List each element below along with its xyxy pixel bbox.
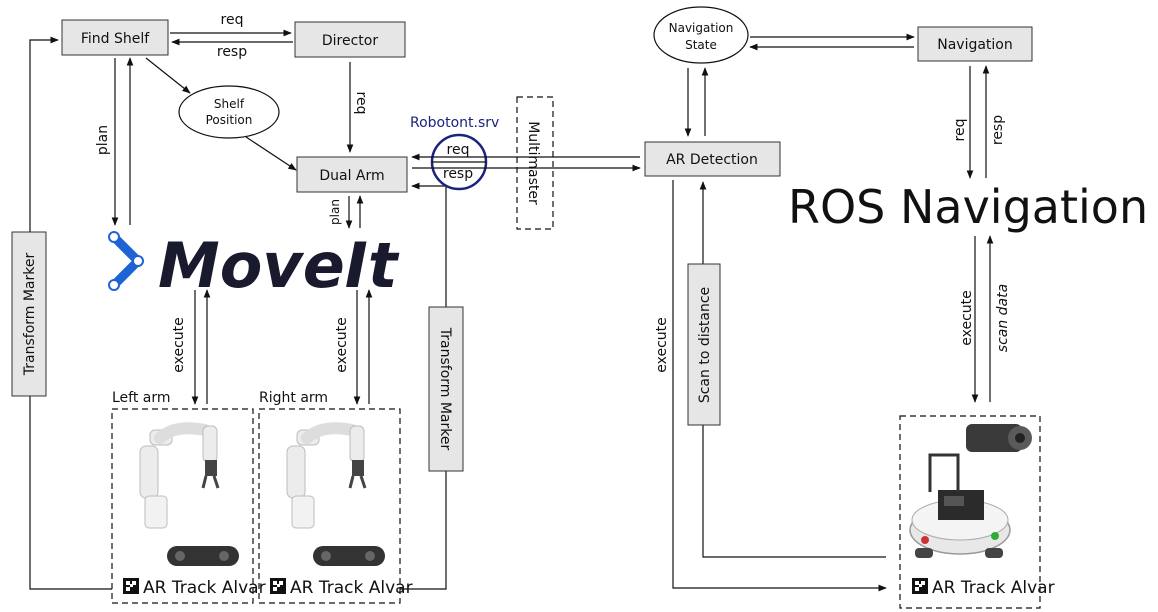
scan-to-distance-label: Scan to distance xyxy=(697,287,713,403)
nav-resp-label: resp xyxy=(990,115,1006,145)
navigation-label: Navigation xyxy=(937,37,1013,53)
director-req-label: req xyxy=(353,92,369,115)
position-to-dualarm-arrow xyxy=(246,137,296,170)
multimaster-label: Multimaster xyxy=(525,121,541,205)
scan-data-label: scan data xyxy=(995,284,1011,352)
robotont-image xyxy=(910,424,1032,558)
scan-distance-loop xyxy=(703,182,886,557)
ar-track-2-label: AR Track Alvar xyxy=(290,578,413,598)
ar-track-3-label: AR Track Alvar xyxy=(932,578,1055,598)
ar-track-1-label: AR Track Alvar xyxy=(143,578,266,598)
director-label: Director xyxy=(322,33,378,49)
transform-marker-right-label: Transform Marker xyxy=(437,327,453,451)
shelf-position-label-2: Position xyxy=(206,113,253,127)
ros-navigation-logo: ROS Navigation xyxy=(788,180,1148,234)
moveit-logo: MoveIt xyxy=(109,229,400,302)
dual-arm-node: Dual Arm xyxy=(297,157,407,192)
execute-left-label: execute xyxy=(171,317,187,373)
shelf-position-label-1: Shelf xyxy=(214,97,245,111)
navigation-state-label-1: Navigation xyxy=(669,21,734,35)
ar-detection-node: AR Detection xyxy=(645,142,780,176)
left-arm-frame xyxy=(112,409,253,603)
left-arm-image xyxy=(140,426,239,566)
execute-right-label: execute xyxy=(334,317,350,373)
plan-label-left: plan xyxy=(95,125,111,155)
left-arm-label: Left arm xyxy=(112,390,171,406)
dual-arm-label: Dual Arm xyxy=(319,168,384,184)
navigation-node: Navigation xyxy=(918,27,1032,61)
req-label-top: req xyxy=(221,12,244,28)
ar-track-2: AR Track Alvar xyxy=(270,578,413,598)
robotont-req-label: req xyxy=(447,142,470,158)
find-shelf-node: Find Shelf xyxy=(62,20,168,55)
right-arm-frame xyxy=(259,409,400,603)
ar-detection-label: AR Detection xyxy=(666,152,758,168)
navigation-state-node: Navigation State xyxy=(654,7,748,63)
scan-to-distance-node: Scan to distance xyxy=(688,264,720,425)
navigation-state-label-2: State xyxy=(685,38,717,52)
ar-execute-label: execute xyxy=(654,317,670,373)
find-shelf-label: Find Shelf xyxy=(81,31,150,47)
right-arm-label: Right arm xyxy=(259,390,328,406)
transform-marker-left-node: Transform Marker xyxy=(12,232,46,396)
ar-track-3: AR Track Alvar xyxy=(912,578,1055,598)
plan-label-dual: plan xyxy=(328,199,342,225)
transform-marker-left-label: Transform Marker xyxy=(22,253,38,377)
transform-marker-right-node: Transform Marker xyxy=(429,307,463,471)
ar-track-1: AR Track Alvar xyxy=(123,578,266,598)
nav-execute-label: execute xyxy=(959,290,975,346)
shelf-position-node: Shelf Position xyxy=(179,86,279,138)
resp-label-top: resp xyxy=(217,44,247,60)
multimaster-node: Multimaster xyxy=(517,97,553,229)
robotont-srv-label: Robotont.srv xyxy=(410,115,499,131)
moveit-wordmark: MoveIt xyxy=(158,229,400,302)
findshelf-to-position-arrow xyxy=(146,58,190,93)
director-node: Director xyxy=(295,22,405,57)
nav-req-label: req xyxy=(952,119,968,142)
right-arm-image xyxy=(287,426,385,566)
